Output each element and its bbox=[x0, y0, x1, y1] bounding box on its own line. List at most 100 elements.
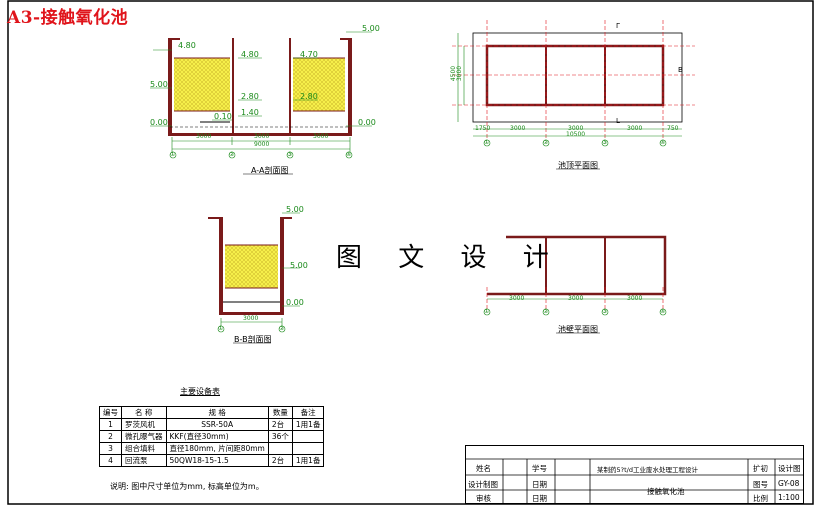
tb-date-2: 日期 bbox=[532, 494, 547, 503]
aa-top-right-level: 5.00 bbox=[362, 24, 380, 33]
bottom-axis-3: ③ bbox=[602, 308, 608, 315]
table-cell: 4 bbox=[99, 454, 122, 467]
aa-dim-1: 3000 bbox=[196, 133, 212, 140]
aa-packing-1 bbox=[174, 58, 230, 111]
table-cell: 50QW18-15-1.5 bbox=[165, 454, 269, 467]
watermark: 图 文 设 计 bbox=[336, 243, 563, 273]
bottom-dim-2: 3000 bbox=[568, 295, 584, 302]
table-cell: 微孔曝气器 bbox=[121, 430, 167, 443]
table-cell: 回流泵 bbox=[121, 454, 167, 467]
aa-dim-2: 3000 bbox=[254, 133, 270, 140]
bottom-axis-4: ④ bbox=[660, 308, 666, 315]
table-header: 数量 bbox=[267, 406, 293, 419]
plan-sec-a-bottom: L bbox=[616, 117, 620, 125]
aa-axis-2: ② bbox=[229, 151, 235, 158]
aa-bottom-mid: 0.10 bbox=[214, 112, 232, 121]
tb-drawing-name: 接触氧化池 bbox=[647, 487, 685, 496]
table-header: 规 格 bbox=[165, 406, 269, 419]
aa-base-slab bbox=[168, 133, 352, 136]
bottom-axis-2: ② bbox=[543, 308, 549, 315]
table-cell: SSR-50A bbox=[165, 418, 269, 431]
table-header-row: 编号 名 称 规 格 数量 备注 bbox=[99, 406, 325, 419]
plan-dim-3: 3000 bbox=[627, 125, 643, 132]
aa-center-b: 2.80 bbox=[300, 92, 318, 101]
plan-sec-b: B bbox=[678, 66, 683, 74]
tb-number-label: 图号 bbox=[753, 480, 768, 489]
aa-center-c: 1.40 bbox=[241, 108, 259, 117]
table-cell: 1用1备 bbox=[291, 418, 325, 431]
bb-axis-1: ① bbox=[218, 325, 224, 332]
aa-axis-4: ④ bbox=[346, 151, 352, 158]
tb-design-label: 设计制图 bbox=[468, 480, 498, 489]
plan-dim-1: 3000 bbox=[510, 125, 526, 132]
bb-bottom-level: 0.00 bbox=[286, 298, 304, 307]
tb-review-label: 审核 bbox=[476, 494, 491, 503]
bb-packing bbox=[225, 245, 278, 288]
table-cell: 组合填料 bbox=[121, 442, 167, 455]
aa-bottom-right: 0.00 bbox=[358, 118, 376, 127]
sheet-border bbox=[7, 0, 814, 505]
bottom-dim-1: 3000 bbox=[509, 295, 525, 302]
plan-dim-total: 10500 bbox=[566, 131, 586, 138]
aa-caption: A-A剖面图 bbox=[251, 166, 289, 175]
top-plan-caption: 池顶平面图 bbox=[558, 161, 598, 170]
tb-number-value: GY-08 bbox=[778, 479, 800, 488]
aa-partition-2 bbox=[289, 38, 291, 135]
table-row: 3 组合填料 直径180mm, 片间距80mm bbox=[99, 442, 325, 455]
aa-axis-3: ③ bbox=[287, 151, 293, 158]
aa-packing-2 bbox=[293, 58, 345, 111]
bottom-plan-caption: 池壁平面图 bbox=[558, 325, 598, 334]
note-text: 说明: 图中尺寸单位为mm, 标高单位为m。 bbox=[110, 482, 264, 491]
page-title: A3-接触氧化池 bbox=[7, 8, 129, 28]
table-cell: 3 bbox=[99, 442, 122, 455]
aa-mid2-level: 4.70 bbox=[300, 50, 318, 59]
plan-sec-a-top: Γ bbox=[616, 22, 620, 30]
table-cell: 2 bbox=[99, 430, 122, 443]
table-row: 4 回流泵 50QW18-15-1.5 2台 1用1备 bbox=[99, 454, 325, 467]
aa-dim-total: 9000 bbox=[254, 141, 270, 148]
tb-scale-value: 1:100 bbox=[778, 493, 800, 502]
table-row: 1 罗茨风机 SSR-50A 2台 1用1备 bbox=[99, 418, 325, 431]
plan-dim-2: 3000 bbox=[568, 125, 584, 132]
aa-partition-1 bbox=[232, 38, 234, 135]
equipment-title: 主要设备表 bbox=[180, 387, 220, 396]
tb-id-label: 学号 bbox=[532, 464, 547, 473]
plan-side-height: 3000 bbox=[456, 65, 464, 82]
aa-axis-1: ① bbox=[170, 151, 176, 158]
bb-axis-2: ② bbox=[279, 325, 285, 332]
bb-dim: 3000 bbox=[243, 315, 259, 322]
aa-mid1-level: 4.80 bbox=[241, 50, 259, 59]
aa-left-wall bbox=[168, 38, 172, 135]
bb-top-level: 5.00 bbox=[286, 205, 304, 214]
table-cell bbox=[291, 430, 325, 443]
tb-scale-label: 比例 bbox=[753, 494, 768, 503]
tb-stage-value: 设计图 bbox=[778, 464, 801, 473]
table-cell: 2台 bbox=[267, 418, 293, 431]
aa-bottom-left: 0.00 bbox=[150, 118, 168, 127]
tb-stage-label: 扩初 bbox=[753, 464, 768, 473]
table-cell: 36个 bbox=[267, 430, 293, 443]
tb-project: 某制药5?t/d工业废水处理工程设计 bbox=[597, 466, 698, 474]
table-row: 2 微孔曝气器 KKF(直径30mm) 36个 bbox=[99, 430, 325, 443]
bb-caption: B-B剖面图 bbox=[234, 335, 272, 344]
table-cell: 1用1备 bbox=[291, 454, 325, 467]
tb-date-1: 日期 bbox=[532, 480, 547, 489]
plan-top-slab bbox=[472, 32, 683, 123]
table-cell: 直径180mm, 片间距80mm bbox=[165, 442, 269, 455]
plan-axis-2: ② bbox=[543, 139, 549, 146]
plan-top bbox=[452, 20, 695, 170]
bb-water-level: 5.00 bbox=[290, 261, 308, 270]
table-cell: 1 bbox=[99, 418, 122, 431]
table-header: 编号 bbox=[99, 406, 122, 419]
table-header: 备注 bbox=[291, 406, 325, 419]
plan-axis-4: ④ bbox=[660, 139, 666, 146]
table-cell bbox=[267, 442, 293, 455]
section-aa bbox=[150, 31, 372, 175]
table-header: 名 称 bbox=[121, 406, 167, 419]
tb-name-label: 姓名 bbox=[476, 464, 491, 473]
table-cell: 2台 bbox=[267, 454, 293, 467]
title-block-grid bbox=[465, 458, 804, 504]
aa-center-a: 2.80 bbox=[241, 92, 259, 101]
aa-left-level: 5.00 bbox=[150, 80, 168, 89]
